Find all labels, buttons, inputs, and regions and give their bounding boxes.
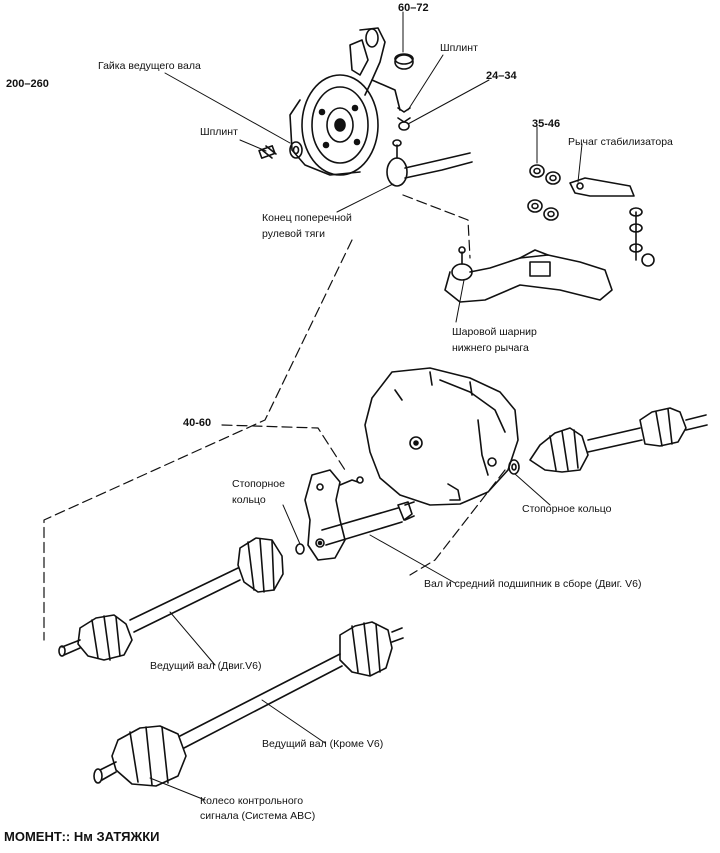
label-cotter-pin-right: Шплинт [440, 42, 478, 54]
label-ball-joint-2: нижнего рычага [452, 342, 529, 354]
drive-shaft-except-v6 [93, 621, 404, 787]
intermediate-shaft-bearing [304, 469, 415, 561]
steering-knuckle-hub [289, 27, 401, 176]
right-snap-ring [508, 459, 520, 475]
stabilizer-link [527, 164, 655, 267]
label-snap-ring-left-2: кольцо [232, 494, 266, 506]
label-cotter-pin-left: Шплинт [200, 126, 238, 138]
label-ball-joint-1: Шаровой шарнир [452, 326, 537, 338]
torque-value-drive-nut: 200–260 [6, 78, 49, 90]
torque-value-tie-rod: 24–34 [486, 70, 517, 82]
label-abs-sensor-ring-1: Колесо контрольного [200, 795, 304, 807]
drive-shaft-v6 [58, 537, 284, 661]
tie-rod-end [386, 139, 473, 187]
label-tie-rod-end-2: рулевой тяги [262, 228, 325, 240]
right-drive-shaft [529, 407, 708, 473]
label-abs-sensor-ring-2: сигнала (Система ABC) [200, 810, 316, 822]
label-drive-shaft-v6: Ведущий вал (Двиг.V6) [150, 660, 262, 672]
torque-value-stabilizer: 35-46 [532, 118, 561, 130]
transaxle-housing [364, 367, 519, 506]
drive-shaft-nut-parts [258, 141, 303, 159]
knuckle-nut [394, 53, 414, 131]
torque-value-knuckle: 60–72 [398, 2, 429, 14]
left-snap-ring [295, 543, 305, 555]
torque-value-bearing: 40-60 [183, 417, 212, 429]
label-shaft-bearing-assembly: Вал и средний подшипник в сборе (Двиг. V… [424, 578, 642, 590]
lower-control-arm [444, 246, 613, 303]
leader-lines [149, 11, 583, 801]
label-drive-shaft-nut: Гайка ведущего вала [98, 60, 201, 72]
label-drive-shaft-except-v6: Ведущий вал (Кроме V6) [262, 738, 384, 750]
assembly-guide-lines [43, 194, 506, 641]
torque-units-footer: МОМЕНТ:: Нм ЗАТЯЖКИ [4, 829, 160, 844]
label-stabilizer-arm: Рычаг стабилизатора [568, 136, 673, 148]
label-snap-ring-left-1: Стопорное [232, 478, 285, 490]
label-tie-rod-end-1: Конец поперечной [262, 212, 352, 224]
label-snap-ring-right: Стопорное кольцо [522, 503, 612, 515]
